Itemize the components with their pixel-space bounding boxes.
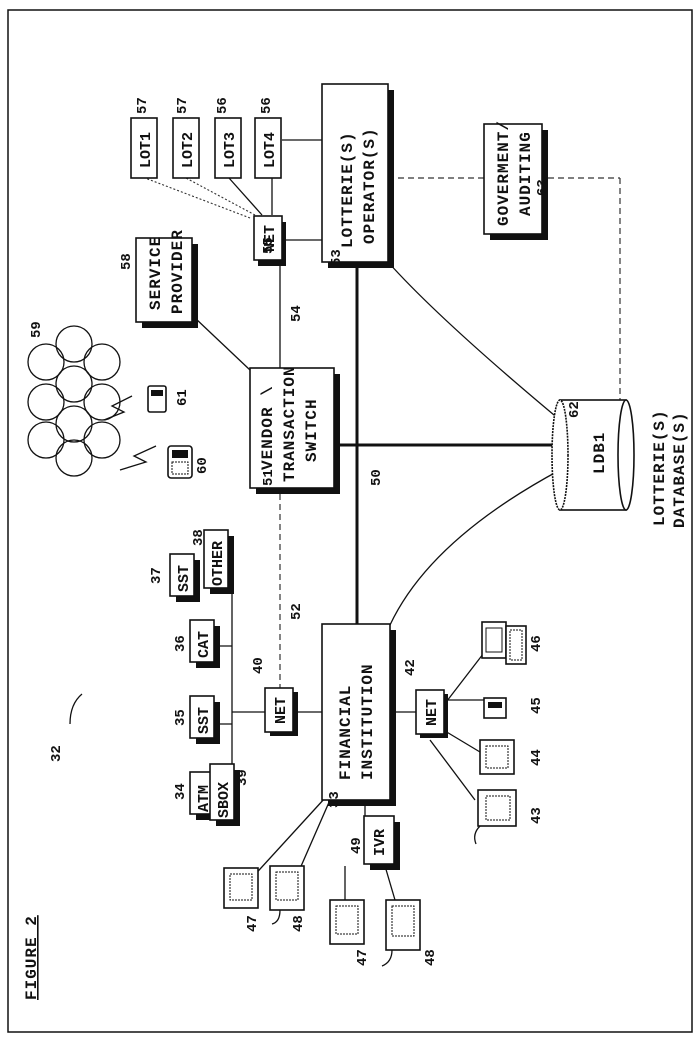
lot3-label: LOT3	[222, 132, 239, 168]
net40-label: NET	[273, 697, 290, 724]
ref-32-arrow	[70, 694, 82, 724]
ref-54: 54	[289, 305, 305, 322]
ref-48b: 48	[423, 949, 439, 966]
lot2-box: LOT2	[173, 118, 199, 178]
operator-label-2: OPERATOR(S)	[361, 127, 379, 244]
cat-label: CAT	[196, 631, 213, 658]
other-box: OTHER	[204, 530, 234, 594]
ref-32: 32	[49, 745, 65, 762]
service-label-2: PROVIDER	[169, 229, 187, 314]
other-label: OTHER	[210, 541, 227, 586]
ref-58: 58	[119, 253, 135, 270]
database-cylinder: LDB1	[552, 400, 634, 510]
ref-47b: 47	[355, 949, 371, 966]
sst-label-37: SST	[176, 565, 193, 592]
lot1-label: LOT1	[138, 132, 155, 168]
ref-50: 50	[369, 469, 385, 486]
ref-59: 59	[29, 321, 45, 338]
figure-title: FIGURE 2	[23, 915, 41, 1000]
net42-label: NET	[424, 699, 441, 726]
ref-33: 33	[327, 791, 343, 808]
ivr-box: IVR	[364, 816, 400, 870]
financial-label-2: INSTITUTION	[359, 663, 377, 780]
ref-46: 46	[529, 635, 545, 652]
net-40-box: NET	[265, 688, 298, 736]
sst-label-35: SST	[196, 707, 213, 734]
ref-56b: 56	[259, 97, 275, 114]
financial-institution-box: FINANCIAL INSTITUTION	[322, 624, 396, 806]
vendor-label-2: TRANSACTION	[281, 365, 299, 482]
service-provider-box: SERVICE PROVIDER	[136, 229, 198, 328]
service-label-1: SERVICE	[147, 236, 165, 310]
cell-phone-icon	[168, 446, 192, 478]
lot2-label: LOT2	[180, 132, 197, 168]
ref-57b: 57	[175, 97, 191, 114]
ref-62: 62	[567, 401, 583, 418]
ref-37: 37	[149, 567, 165, 584]
computer-icon-46	[482, 622, 526, 664]
ref-60: 60	[195, 457, 211, 474]
ref-35: 35	[173, 709, 189, 726]
cat-box: CAT	[190, 620, 220, 668]
ldb-label: LDB1	[591, 432, 609, 474]
phone-icon-47b	[330, 900, 364, 944]
ref-42: 42	[403, 659, 419, 676]
ref-49: 49	[349, 837, 365, 854]
lot3-box: LOT3	[215, 118, 241, 178]
ref-57a: 57	[135, 97, 151, 114]
ref-45: 45	[529, 697, 545, 714]
pager-icon-45	[484, 698, 506, 718]
ref-53: 53	[329, 249, 345, 266]
ref-61: 61	[175, 389, 191, 406]
lot1-box: LOT1	[131, 118, 157, 178]
financial-label-1: FINANCIAL	[337, 685, 355, 780]
vendor-label-3: SWITCH	[303, 398, 321, 462]
ref-51: 51	[261, 469, 277, 486]
ref-47a: 47	[245, 915, 261, 932]
sst-box-35: SST	[190, 696, 220, 744]
lot4-box: LOT4	[255, 118, 281, 178]
cellular-cloud	[28, 326, 156, 476]
pager-icon	[148, 386, 166, 412]
sbox-label: SBOX	[216, 782, 233, 818]
gov-label-1: GOVERMENT/	[495, 120, 513, 226]
phone-icon-43	[475, 790, 516, 844]
vendor-label-1: VENDOR \	[259, 385, 277, 470]
sst-box-37: SST	[170, 554, 200, 602]
gov-label-2: AUDITING	[517, 131, 535, 216]
ref-40: 40	[251, 657, 267, 674]
db-caption-2: DATABASE(S)	[671, 411, 689, 528]
ref-55: 55	[261, 237, 277, 254]
ref-39: 39	[235, 769, 251, 786]
ref-44: 44	[529, 749, 545, 766]
net-42-box: NET	[416, 690, 448, 738]
ivr-label: IVR	[372, 829, 389, 856]
lot4-label: LOT4	[262, 132, 279, 168]
ref-36: 36	[173, 635, 189, 652]
phone-icon-47a	[224, 868, 258, 908]
ref-34: 34	[173, 783, 189, 800]
ref-48a: 48	[291, 915, 307, 932]
ref-63: 63	[535, 179, 551, 196]
ref-38: 38	[191, 529, 207, 546]
phone-icon-48b	[382, 900, 420, 966]
ref-52: 52	[289, 603, 305, 620]
phone-icon-44	[480, 740, 514, 774]
operator-label-1: LOTTERIE(S)	[339, 131, 357, 248]
lotteries-operator-box: LOTTERIE(S) OPERATOR(S)	[322, 84, 394, 268]
ref-43: 43	[529, 807, 545, 824]
ref-56a: 56	[215, 97, 231, 114]
db-caption-1: LOTTERIE(S)	[651, 409, 669, 526]
